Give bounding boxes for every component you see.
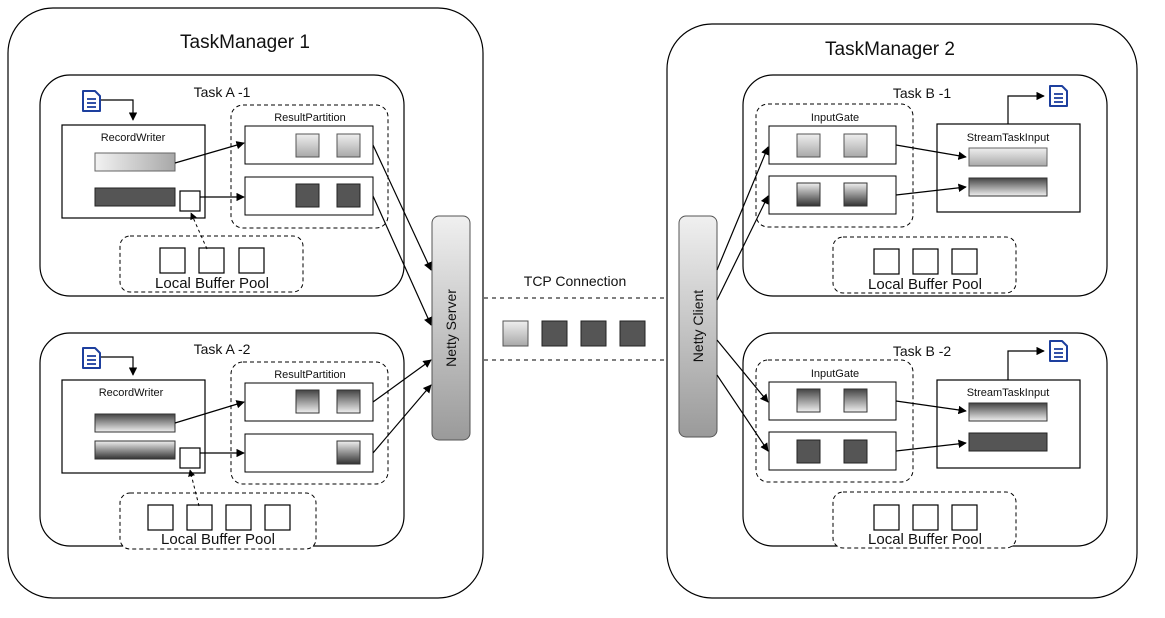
doc-to-writer-arrow	[101, 99, 138, 121]
serializer-buffer	[94, 187, 176, 207]
input-to-doc-arrow	[1007, 346, 1045, 380]
network-buffer	[796, 439, 821, 464]
flow-arrow	[895, 439, 967, 452]
pool-buffer	[951, 248, 978, 275]
from-netty-arrow	[716, 374, 769, 452]
network-buffer	[619, 320, 646, 347]
deserializer-buffer	[968, 147, 1048, 167]
pool-buffer	[264, 504, 291, 531]
network-buffer	[295, 133, 320, 158]
task-a2-title: Task A -2	[194, 341, 251, 357]
input-channel	[768, 431, 897, 471]
pool-buffer	[912, 504, 939, 531]
to-netty-arrow	[372, 144, 432, 271]
input-channel	[768, 125, 897, 165]
network-buffer	[843, 133, 868, 158]
network-buffer	[796, 133, 821, 158]
input-to-doc-arrow	[1007, 91, 1045, 124]
to-netty-arrow	[372, 359, 432, 403]
pool-buffer	[147, 504, 174, 531]
task-b2-title: Task B -2	[893, 343, 952, 359]
task-b1-title: Task B -1	[893, 85, 952, 101]
buffer-request-arrow	[188, 469, 200, 507]
network-buffer	[796, 388, 821, 413]
buffer-builder	[179, 447, 201, 469]
network-buffer	[843, 388, 868, 413]
local-buffer-pool-label: Local Buffer Pool	[868, 276, 982, 293]
serializer-buffer	[94, 440, 176, 460]
input-channel	[768, 175, 897, 215]
deserializer-buffer	[968, 432, 1048, 452]
network-buffer	[796, 182, 821, 207]
document-icon	[1049, 340, 1068, 362]
network-buffer	[336, 133, 361, 158]
tcp-connection-label: TCP Connection	[524, 273, 626, 289]
input-channel	[768, 381, 897, 421]
network-buffer	[336, 183, 361, 208]
network-buffer	[295, 183, 320, 208]
record-writer-label: RecordWriter	[99, 387, 164, 399]
to-netty-arrow	[372, 195, 432, 326]
record-writer-label: RecordWriter	[101, 132, 166, 144]
deserializer-buffer	[968, 402, 1048, 422]
serializer-buffer	[94, 413, 176, 433]
stream-task-input-label: StreamTaskInput	[967, 387, 1050, 399]
to-netty-arrow	[372, 384, 432, 454]
from-netty-arrow	[716, 339, 769, 403]
pool-buffer	[225, 504, 252, 531]
netty-server-label: Netty Server	[443, 289, 459, 367]
netty-client-label: Netty Client	[690, 290, 706, 362]
network-buffer	[541, 320, 568, 347]
serializer-buffer	[94, 152, 176, 172]
buffer-request-arrow	[190, 212, 208, 250]
deserializer-buffer	[968, 177, 1048, 197]
flow-arrow	[174, 400, 245, 424]
pool-buffer	[951, 504, 978, 531]
local-buffer-pool-label: Local Buffer Pool	[868, 531, 982, 548]
task-a1-title: Task A -1	[194, 84, 251, 100]
pool-buffer	[873, 248, 900, 275]
network-buffer	[336, 440, 361, 465]
from-netty-arrow	[716, 146, 769, 271]
network-buffer	[295, 389, 320, 414]
result-partition-label: ResultPartition	[274, 112, 346, 124]
pool-buffer	[186, 504, 213, 531]
taskmanager-1-title: TaskManager 1	[180, 32, 310, 53]
flow-arrow	[174, 141, 245, 164]
buffer-builder	[179, 190, 201, 212]
flow-arrow	[895, 183, 967, 196]
stream-task-input-box	[936, 123, 1081, 213]
pool-buffer	[198, 247, 225, 274]
from-netty-arrow	[716, 195, 769, 301]
flow-arrow	[895, 144, 967, 160]
netty-server	[431, 215, 471, 441]
document-icon	[82, 347, 101, 369]
document-icon	[82, 90, 101, 112]
pool-buffer	[238, 247, 265, 274]
network-buffer	[843, 439, 868, 464]
pool-buffer	[873, 504, 900, 531]
local-buffer-pool-label: Local Buffer Pool	[161, 531, 275, 548]
network-buffer	[580, 320, 607, 347]
taskmanager-2-title: TaskManager 2	[825, 39, 955, 60]
network-buffer	[336, 389, 361, 414]
netty-client	[678, 215, 718, 438]
doc-to-writer-arrow	[101, 356, 138, 376]
network-buffer	[843, 182, 868, 207]
pool-buffer	[912, 248, 939, 275]
result-partition-label: ResultPartition	[274, 369, 346, 381]
stream-task-input-label: StreamTaskInput	[967, 132, 1050, 144]
network-buffer	[502, 320, 529, 347]
local-buffer-pool-label: Local Buffer Pool	[155, 275, 269, 292]
pool-buffer	[159, 247, 186, 274]
document-icon	[1049, 85, 1068, 107]
stream-task-input-box	[936, 379, 1081, 469]
input-gate-label: InputGate	[811, 112, 859, 124]
input-gate-label: InputGate	[811, 368, 859, 380]
flow-arrow	[895, 400, 967, 415]
